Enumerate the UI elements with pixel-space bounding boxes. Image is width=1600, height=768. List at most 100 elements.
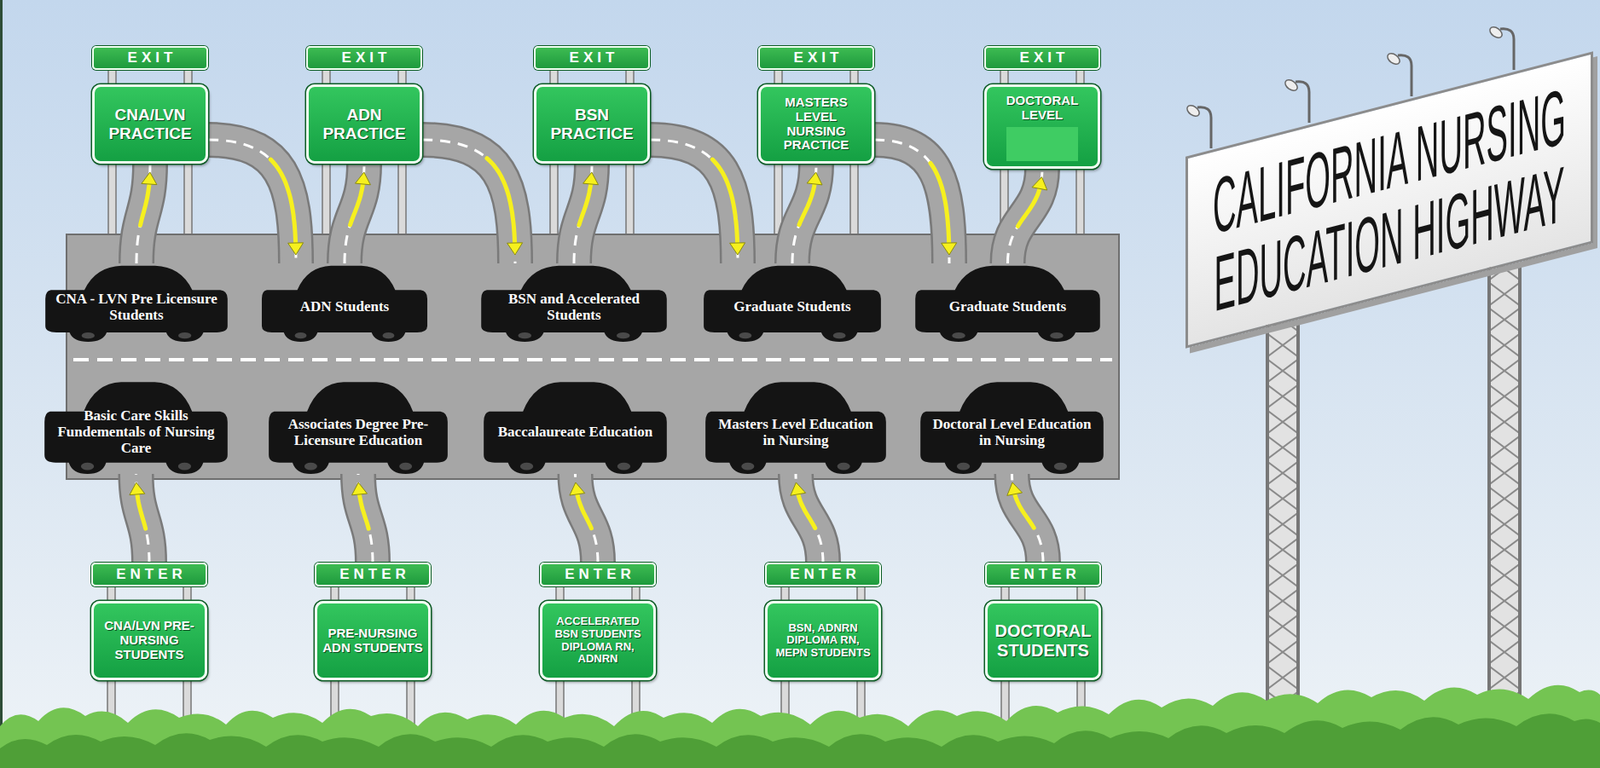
- ramp-road: [208, 139, 296, 264]
- ramp-edge: [649, 139, 738, 264]
- ramp-arrowhead: [1007, 482, 1023, 496]
- car-hub: [178, 463, 192, 471]
- car-label: Basic Care Skills Fundementals of Nursin…: [52, 408, 220, 457]
- car-hub: [956, 463, 970, 471]
- car-hub: [178, 332, 192, 339]
- sign-heading: EXIT: [1015, 49, 1070, 67]
- ramp-connector: [569, 474, 598, 563]
- ramp-arrowhead: [730, 243, 746, 256]
- ramp-connector: [352, 474, 374, 563]
- ramp-arrowhead: [355, 172, 372, 186]
- ramp-connector: [1008, 168, 1048, 264]
- car-hub: [81, 332, 95, 339]
- ramp-connector: [1007, 474, 1044, 563]
- enter-sign: ENTER CNA/LVN PRE-NURSING STUDENTS: [91, 562, 208, 681]
- ramp-road: [874, 139, 950, 264]
- ramp-arrow-shaft: [359, 492, 369, 529]
- car-body: [705, 382, 887, 475]
- ramp-centerline: [422, 139, 516, 264]
- ramp-edge: [208, 139, 296, 264]
- ramp-road: [422, 139, 516, 264]
- ramp-arrowhead: [1031, 177, 1048, 191]
- exit-sign: EXITCNA/LVN PRACTICE: [92, 46, 209, 164]
- enter-header: ENTER: [314, 562, 431, 587]
- car-hub: [837, 463, 851, 471]
- ramp-arrowhead: [569, 482, 586, 496]
- exit-sign: EXITDOCTORAL LEVEL: [984, 46, 1101, 169]
- car-box: Associates Degree Pre-Licensure Educatio…: [266, 379, 450, 475]
- sign-text: BSN, ADNRN DIPLOMA RN, MEPN STUDENTS: [772, 622, 874, 661]
- car-body: [261, 266, 428, 343]
- ramp-arrowhead: [129, 482, 145, 496]
- ramp-arrowhead: [583, 172, 599, 186]
- enter-sign: ENTERBSN, ADNRN DIPLOMA RN, MEPN STUDENT…: [765, 562, 882, 681]
- ramp-road: [649, 139, 738, 264]
- car-hub: [741, 463, 754, 471]
- ramp-connector: [344, 163, 371, 264]
- ramp-connector: [649, 139, 746, 264]
- car-hub: [382, 332, 395, 339]
- car-hub: [616, 332, 631, 339]
- enter-sign: ENTER DOCTORAL STUDENTS: [985, 562, 1102, 681]
- ramp-connector: [790, 474, 824, 563]
- sign-panel: BSN PRACTICE: [533, 84, 650, 164]
- car-box: Baccalaureate Education: [481, 379, 669, 475]
- ramp-arrow-shaft: [799, 182, 815, 226]
- sign-panel: MASTERS LEVEL NURSING PRACTICE: [758, 84, 875, 164]
- car-label: Graduate Students: [923, 299, 1092, 316]
- ramp-connector: [129, 474, 150, 563]
- grass: [0, 685, 1600, 768]
- sign-heading: EXIT: [565, 49, 620, 67]
- car-label: Masters Level Education in Nursing: [713, 417, 878, 449]
- exit-sign: EXIT MASTERS LEVEL NURSING PRACTICE: [758, 46, 875, 164]
- car-hub: [304, 463, 318, 471]
- car-hub: [81, 463, 94, 471]
- car-label: BSN and Accelerated Students: [489, 291, 659, 324]
- car-hub: [518, 332, 533, 339]
- lane-divider: [73, 358, 1113, 362]
- billboard: CALIFORNIA NURSING EDUCATION HIGHWAY: [1185, 51, 1594, 349]
- car-label: Graduate Students: [712, 299, 873, 316]
- sign-panel: DOCTORAL STUDENTS: [985, 601, 1102, 681]
- car-label: CNA - LVN Pre Licensure Students: [53, 291, 220, 324]
- grass-shade: [0, 713, 1600, 768]
- billboard-towers: [1265, 266, 1522, 743]
- sign-heading: EXIT: [123, 49, 178, 67]
- ramp-centerline: [208, 139, 296, 264]
- ramp-arrowhead: [806, 172, 823, 186]
- sign-text: BSN PRACTICE: [541, 105, 643, 143]
- exit-header: EXIT: [758, 46, 875, 70]
- exit-header: EXIT: [984, 46, 1101, 70]
- billboard-title: CALIFORNIA NURSING EDUCATION HIGHWAY: [1205, 75, 1574, 325]
- ramp-arrowhead: [352, 482, 368, 496]
- car-box: CNA - LVN Pre Licensure Students: [43, 263, 230, 343]
- ramp-edge: [422, 139, 516, 264]
- ramp-connector: [136, 163, 157, 264]
- enter-header: ENTER: [985, 562, 1102, 587]
- ramp-arrowhead: [790, 482, 806, 496]
- enter-header: ENTER: [539, 562, 656, 587]
- ramp-arrow-shaft: [137, 492, 146, 529]
- ramp-arrow-shaft: [1014, 492, 1034, 528]
- ramp-arrowhead: [507, 243, 523, 256]
- exit-header: EXIT: [306, 46, 423, 70]
- sign-panel: PRE-NURSING ADN STUDENTS: [314, 601, 431, 681]
- car-body: [481, 266, 667, 343]
- car-hub: [833, 332, 847, 339]
- blank-patch: [1006, 127, 1079, 162]
- sign-text: ADN PRACTICE: [313, 105, 415, 143]
- enter-sign: ENTER PRE-NURSING ADN STUDENTS: [314, 562, 431, 681]
- car-box: Graduate Students: [913, 263, 1102, 343]
- ramp-centerline: [649, 139, 738, 264]
- sign-heading: ENTER: [335, 566, 411, 584]
- enter-header: ENTER: [91, 562, 208, 587]
- exit-header: EXIT: [92, 46, 209, 70]
- ramp-connector: [573, 163, 599, 264]
- car-hub: [951, 332, 965, 339]
- frame-edge: [0, 0, 3, 768]
- ramp-arrow-shaft: [576, 492, 592, 529]
- car-hub: [399, 463, 412, 471]
- sign-panel: CNA/LVN PRE-NURSING STUDENTS: [91, 601, 208, 681]
